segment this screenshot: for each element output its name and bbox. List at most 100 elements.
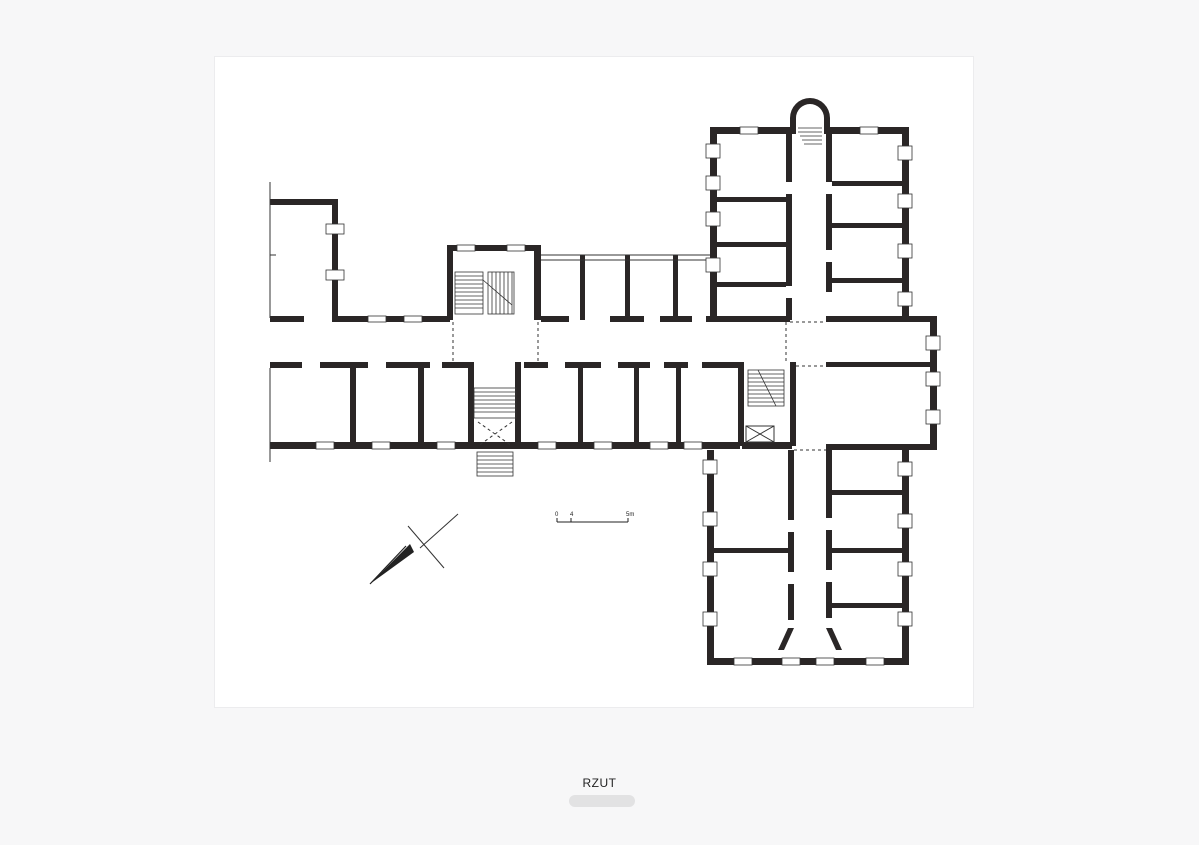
wall [625,255,630,320]
window [897,145,913,161]
wall [786,194,792,286]
wall [350,362,356,446]
wall [524,362,548,368]
wall [826,450,832,518]
window [702,611,718,627]
wall [790,362,796,446]
window [739,126,759,135]
wall [320,362,368,368]
window [367,315,387,323]
wall [270,442,740,449]
wall [578,362,583,446]
wall [717,282,786,287]
window [815,657,835,666]
wall [832,278,902,283]
wall [332,199,338,319]
wall [717,197,786,202]
wall [610,316,644,322]
wall [580,255,585,320]
wall [788,584,794,620]
window [702,459,718,475]
window [925,371,941,387]
wall [786,298,792,320]
wall [707,450,714,665]
window [506,244,526,252]
wall [786,134,792,182]
window [897,513,913,529]
wall [832,490,902,495]
wall [418,362,424,446]
window [315,441,335,450]
scale-bar: 0 4 5m [555,512,634,523]
wall [826,582,832,618]
wall [788,532,794,572]
wall [660,316,692,322]
wall [447,245,541,251]
wall [826,134,832,182]
wall [832,223,902,228]
window [325,269,345,281]
scale-tick-end: 5m [626,512,634,518]
window [325,223,345,235]
window [865,657,885,666]
scale-tick-start: 0 [555,512,559,518]
wall [826,262,832,292]
wall [673,255,678,320]
wall [832,181,902,186]
wall [826,444,936,450]
scale-tick-mid: 4 [570,512,574,518]
vestibule [477,421,513,447]
window [702,561,718,577]
window [705,211,721,227]
wall [826,362,930,367]
wall [515,362,521,446]
wall [826,316,936,322]
window [683,441,703,450]
wall [468,362,474,446]
stamp-smudge [569,795,635,807]
wall [788,450,794,520]
window [733,657,753,666]
window [705,257,721,273]
wall [738,362,744,446]
window [897,461,913,477]
wall [714,548,788,553]
walls [270,98,937,665]
window [649,441,669,450]
window [781,657,801,666]
wall [270,316,304,322]
window [897,561,913,577]
fine-lines [269,182,826,462]
window [897,291,913,307]
window [403,315,423,323]
stair-central-south [473,387,517,419]
windows [315,126,941,666]
window [705,143,721,159]
wall [270,362,302,368]
wall [826,194,832,250]
window [456,244,476,252]
drawing-area [215,57,973,707]
wall [707,658,909,665]
wall [541,316,569,322]
stairs [454,127,822,477]
window [925,335,941,351]
wall [534,245,541,320]
wall [386,362,430,368]
window [705,175,721,191]
wall [902,127,909,322]
wall [832,548,902,553]
wall [702,362,742,368]
wall [717,242,786,247]
window [593,441,613,450]
wall [634,362,639,446]
stair-central-north [454,271,515,315]
shaft-cross [745,425,775,443]
wall [826,628,842,650]
wall [442,362,472,368]
wall [270,199,336,205]
window [925,409,941,425]
window [702,511,718,527]
wall [790,98,830,134]
